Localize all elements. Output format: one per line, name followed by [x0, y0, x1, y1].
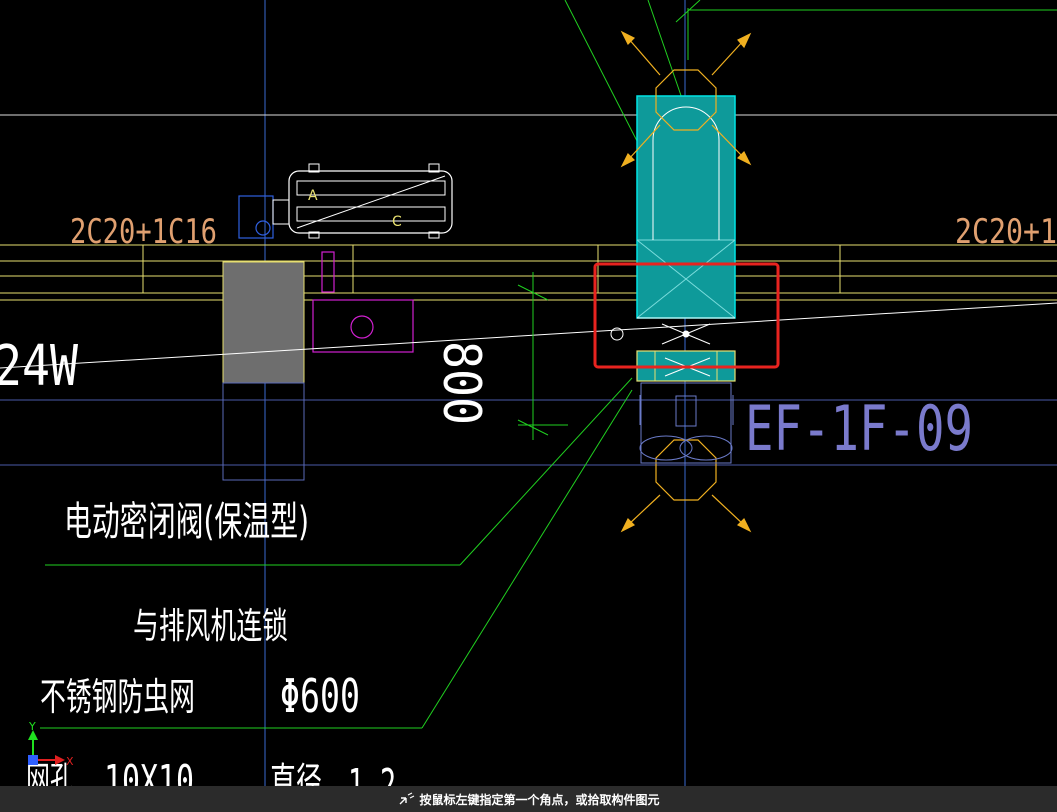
column-outline	[222, 382, 305, 481]
interlock-label: 与排风机连锁	[133, 606, 288, 647]
letter-a: A	[308, 188, 318, 204]
flow-arrows	[620, 30, 752, 533]
letter-c: C	[392, 214, 402, 230]
fan-tag: EF-1F-09	[745, 392, 973, 465]
dimension-label: 800	[431, 341, 491, 425]
pick-point[interactable]	[610, 327, 624, 341]
status-prompt: 按鼠标左键指定第一个角点，或拾取构件图元	[419, 792, 660, 807]
ucs-x-label: X	[66, 755, 74, 768]
beam	[0, 244, 1057, 301]
ucs-icon	[28, 730, 65, 765]
status-bar: 按鼠标左键指定第一个角点，或拾取构件图元	[0, 786, 1057, 812]
rebar-label-right: 2C20+1	[955, 212, 1057, 252]
power-label: 24W	[0, 334, 78, 399]
damper-symbol[interactable]	[312, 251, 414, 353]
snap-marker[interactable]	[661, 323, 711, 345]
dimension-line	[517, 272, 568, 440]
exhaust-duct[interactable]	[636, 95, 736, 319]
rebar-label-left: 2C20+1C16	[70, 212, 217, 252]
diffuser-top	[655, 69, 717, 131]
pick-cursor-icon	[399, 792, 415, 805]
selection-highlight	[593, 262, 780, 369]
damper-label: 电动密闭阀(保温型)	[64, 499, 309, 545]
fan-coil-unit[interactable]	[238, 163, 453, 239]
diffuser-bottom	[655, 439, 717, 501]
column[interactable]	[222, 261, 305, 384]
diameter-label: Φ600	[280, 669, 360, 723]
section-line	[0, 302, 1057, 369]
leader-lines	[40, 0, 1057, 729]
ucs-y-label: Y	[28, 720, 36, 733]
mesh-label: 不锈钢防虫网	[40, 675, 195, 719]
